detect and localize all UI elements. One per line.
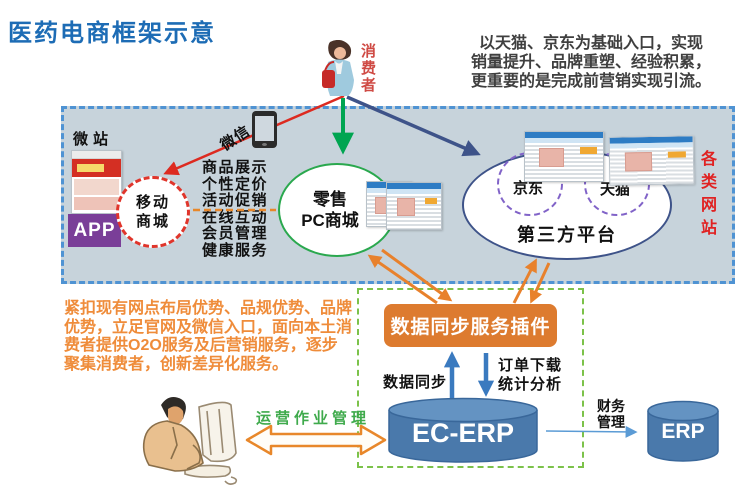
smartphone-screen bbox=[255, 116, 274, 141]
operator-clipart bbox=[142, 397, 238, 485]
finance-label: 财务 管理 bbox=[597, 398, 625, 430]
cylinder-top bbox=[647, 400, 719, 422]
intro-line: 销量提升、品牌重塑、经验积累， bbox=[470, 54, 711, 71]
weizhan-label: 微站 bbox=[73, 131, 114, 148]
strategy-line: 紧扣现有网点布局优势、品规优势、品牌 bbox=[64, 300, 353, 317]
service-item: 个性定价 bbox=[202, 175, 269, 193]
strategy-line: 优势，立足官网及微信入口，面向本土消 bbox=[64, 318, 353, 336]
ec-erp-label: EC-ERP bbox=[411, 418, 514, 448]
person-tie bbox=[170, 426, 178, 460]
strategy-line: 费者提供O2O服务及后营销服务，逐步 bbox=[64, 337, 338, 354]
service-item: 商品展示 bbox=[202, 159, 269, 176]
erp-cylinder bbox=[647, 400, 719, 462]
ec-erp-cylinder bbox=[388, 397, 538, 463]
person-torso bbox=[142, 420, 204, 472]
computer-sketch bbox=[184, 401, 238, 485]
website-thumbnail bbox=[608, 135, 695, 186]
page-title: 医药电商框架示意 bbox=[8, 20, 216, 47]
person-face bbox=[168, 406, 184, 425]
intro-line: 以天猫、京东为基础入口，实现 bbox=[478, 35, 703, 52]
bag-strap bbox=[324, 61, 335, 72]
service-item: 会员管理 bbox=[202, 225, 269, 242]
consumer-image bbox=[322, 40, 354, 96]
strategy-line: 聚集消费者，创新差异化服务。 bbox=[64, 355, 289, 373]
thumb-image-row bbox=[74, 197, 119, 210]
mobile-mall-label: 移动 商城 bbox=[135, 194, 170, 230]
service-item: 在线互动 bbox=[202, 208, 269, 226]
website-thumbnail bbox=[386, 182, 442, 230]
jd-label: 京东 bbox=[513, 180, 544, 197]
mobile-mall-node: 移动 商城 bbox=[116, 176, 190, 248]
app-badge: APP bbox=[68, 214, 121, 247]
person-arm bbox=[186, 444, 201, 470]
consumer-face bbox=[334, 47, 346, 59]
person-sketch bbox=[142, 397, 204, 472]
consumer-scarf bbox=[335, 61, 343, 74]
retail-pc-mall-label: 零售 PC商城 bbox=[301, 190, 359, 230]
mobile-site-thumbnail bbox=[71, 150, 122, 214]
smartphone-button bbox=[262, 143, 267, 146]
service-item: 活动促销 bbox=[202, 192, 269, 209]
thumb-image-row bbox=[74, 179, 119, 195]
intro-text: 以天猫、京东为基础入口，实现 销量提升、品牌重塑、经验积累， 更重要的是完成前营… bbox=[452, 34, 730, 91]
intro-line: 更重要的是完成前营销实现引流。 bbox=[470, 73, 711, 90]
cylinder-body bbox=[647, 411, 719, 462]
consumer-bag bbox=[322, 70, 335, 88]
data-sync-label: 数据同步 bbox=[383, 374, 448, 391]
service-item: 健康服务 bbox=[202, 241, 269, 259]
sync-plugin-label: 数据同步服务插件 bbox=[390, 317, 551, 338]
sync-plugin-box: 数据同步服务插件 bbox=[384, 304, 557, 347]
erp-label: ERP bbox=[661, 420, 705, 443]
thumb-banner bbox=[72, 159, 121, 177]
thumb-header bbox=[72, 151, 121, 159]
order-download-label: 订单下载 统计分析 bbox=[498, 357, 563, 393]
services-list: 商品展示 个性定价 活动促销 在线互动 会员管理 健康服务 bbox=[202, 159, 269, 259]
third-party-label: 第三方平台 bbox=[517, 225, 617, 245]
cylinder-top bbox=[388, 397, 538, 423]
ops-management-label: 运营作业管理 bbox=[256, 410, 371, 427]
sync-zone bbox=[357, 288, 584, 468]
cylinder-body bbox=[388, 410, 538, 463]
website-thumbnail bbox=[524, 131, 604, 182]
site-types-label: 各类网站 bbox=[698, 150, 715, 242]
smartphone-icon bbox=[252, 111, 277, 148]
strategy-text: 紧扣现有网点布局优势、品规优势、品牌 优势，立足官网及微信入口，面向本土消 费者… bbox=[64, 300, 376, 374]
consumer-label: 消费者 bbox=[359, 43, 376, 94]
